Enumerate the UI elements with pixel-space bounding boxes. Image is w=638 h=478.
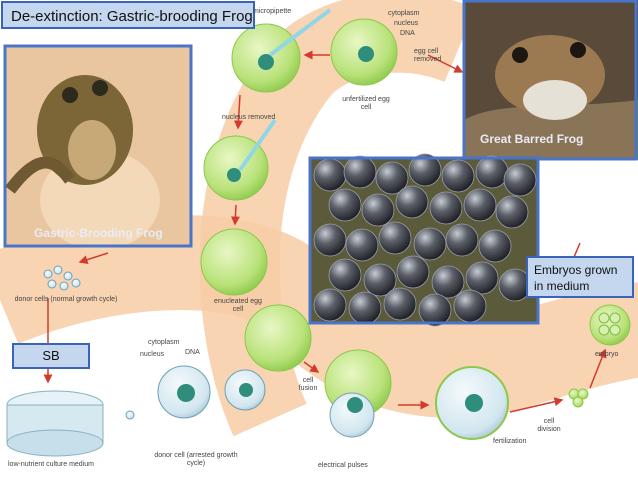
embryos-photo bbox=[310, 153, 538, 327]
fused-cell-clear bbox=[329, 392, 375, 438]
label-micropipette: micropipette bbox=[253, 8, 292, 15]
fused-nucleus bbox=[347, 397, 363, 413]
label-embryo: embryo bbox=[595, 351, 619, 358]
egg-fusion-start bbox=[244, 304, 312, 372]
donor-transfer-nucleus bbox=[239, 383, 253, 397]
page-title-text: De-extinction: Gastric-brooding Frog bbox=[11, 8, 253, 25]
label-donor-cell: donor cell (arrested growth cycle) bbox=[154, 452, 238, 467]
sb-callout: SB bbox=[12, 343, 90, 369]
label-enucleated: enucleated egg cell bbox=[214, 298, 262, 313]
gastric-frog-frame bbox=[3, 44, 193, 248]
embryo-egg bbox=[313, 288, 347, 322]
fertilized-nucleus bbox=[465, 394, 483, 412]
embryo-egg bbox=[445, 223, 479, 257]
embryo-egg bbox=[413, 227, 447, 261]
label-cytoplasm-top: cytoplasm bbox=[388, 10, 420, 17]
embryo-egg bbox=[348, 291, 382, 325]
unfertilized-egg-nucleus bbox=[358, 46, 374, 62]
enucleated-egg bbox=[200, 228, 268, 296]
page-title: De-extinction: Gastric-brooding Frog bbox=[1, 1, 255, 29]
embryo-egg bbox=[475, 155, 509, 189]
label-cell-fusion: cell fusion bbox=[298, 377, 318, 392]
embryo-egg bbox=[345, 228, 379, 262]
embryos-caption-box: Embryos grown in medium bbox=[526, 256, 634, 298]
label-nucleus-removed: nucleus removed bbox=[222, 114, 276, 121]
embryos-caption: Embryos grown in medium bbox=[534, 263, 618, 293]
label-egg-removed: egg cell removed bbox=[414, 48, 442, 63]
label-dna-bottom: DNA bbox=[185, 349, 200, 356]
embryo-egg bbox=[503, 163, 537, 197]
embryos-photo-frame bbox=[308, 156, 540, 325]
embryo-subcells bbox=[598, 312, 621, 336]
embryo-egg bbox=[375, 161, 409, 195]
label-nucleus-top: nucleus bbox=[394, 20, 419, 27]
pipette-removal bbox=[238, 118, 277, 172]
label-cytoplasm-bottom: cytoplasm bbox=[148, 339, 180, 346]
gastric-frog-caption: Gastric-Brooding Frog bbox=[34, 226, 163, 240]
embryo-egg bbox=[431, 265, 465, 299]
donor-cells-cluster bbox=[43, 265, 81, 291]
micropipette-line bbox=[268, 8, 332, 57]
embryo-egg bbox=[363, 263, 397, 297]
embryo-egg bbox=[429, 191, 463, 225]
embryo-egg bbox=[418, 293, 452, 327]
label-unfertilized: unfertilized egg cell bbox=[342, 96, 390, 111]
embryo-egg bbox=[328, 188, 362, 222]
embryo-egg bbox=[378, 221, 412, 255]
barred-frog-photo bbox=[464, 0, 638, 160]
embryo-egg bbox=[441, 159, 475, 193]
process-band bbox=[0, 215, 638, 418]
gastric-frog-photo bbox=[5, 46, 191, 250]
embryo-egg bbox=[313, 223, 347, 257]
embryo-egg bbox=[463, 188, 497, 222]
petri-dish-bottom bbox=[6, 429, 104, 457]
donor-cell-nucleus bbox=[177, 384, 195, 402]
embryo-egg bbox=[361, 193, 395, 227]
dividing-cells bbox=[568, 388, 589, 408]
embryo-egg bbox=[328, 258, 362, 292]
embryo-cell bbox=[589, 304, 631, 346]
label-dna-top: DNA bbox=[400, 30, 415, 37]
barred-frog-frame bbox=[462, 0, 638, 161]
egg-nucleus bbox=[258, 54, 274, 70]
embryo-egg bbox=[395, 185, 429, 219]
label-donor-cells: donor cells (normal growth cycle) bbox=[14, 296, 118, 303]
embryo-egg bbox=[465, 261, 499, 295]
label-electrical-pulses: electrical pulses bbox=[318, 462, 368, 469]
embryo-egg bbox=[313, 158, 347, 192]
label-nucleus-bottom: nucleus bbox=[140, 351, 165, 358]
barred-frog-caption: Great Barred Frog bbox=[480, 132, 584, 146]
label-cell-division: cell division bbox=[537, 418, 561, 433]
embryo-egg bbox=[478, 229, 512, 263]
embryo-egg bbox=[383, 287, 417, 321]
embryo-egg bbox=[495, 195, 529, 229]
label-culture-medium: low-nutrient culture medium bbox=[8, 461, 94, 468]
embryo-egg bbox=[408, 153, 442, 187]
donor-cell-small bbox=[125, 410, 135, 420]
embryo-egg bbox=[343, 155, 377, 189]
embryo-egg bbox=[396, 255, 430, 289]
removed-nucleus bbox=[227, 168, 241, 182]
embryo-egg bbox=[453, 289, 487, 323]
sb-callout-text: SB bbox=[42, 348, 60, 363]
label-fertilization: fertilization bbox=[493, 438, 527, 445]
